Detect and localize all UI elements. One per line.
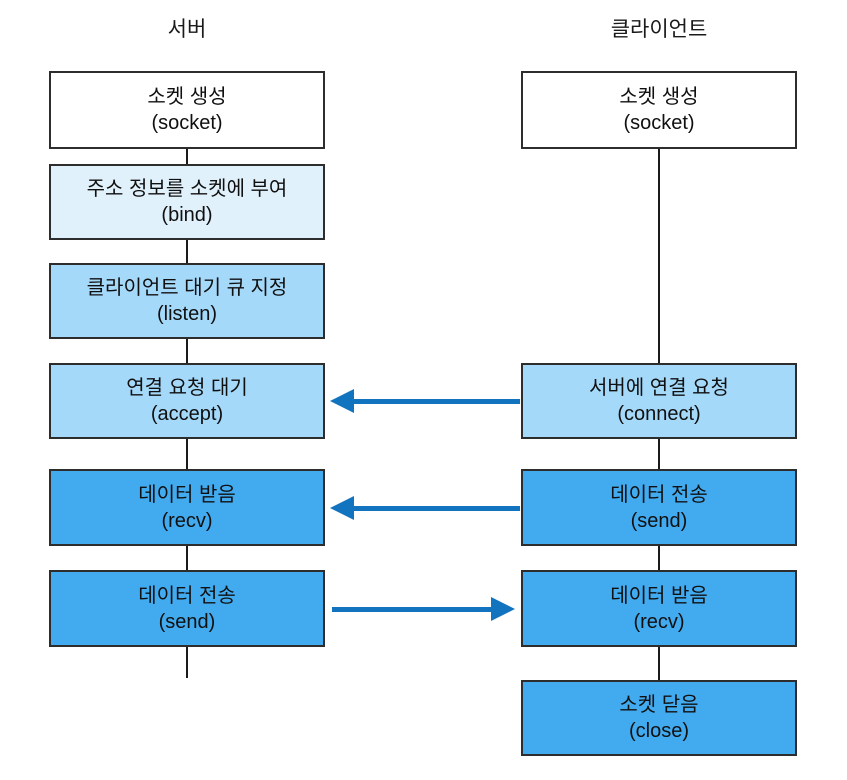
flow-box-label-function: (send) (158, 610, 216, 633)
flow-box-server-send: 데이터 전송 (send) (49, 570, 325, 647)
arrow-head-icon-connect-to-accept (330, 389, 354, 413)
flow-box-client-socket: 소켓 생성 (socket) (521, 71, 797, 149)
flow-box-label-korean: 소켓 생성 (147, 86, 227, 108)
flow-box-label-korean: 소켓 닫음 (619, 694, 699, 716)
server-connector-5 (186, 546, 188, 570)
flow-box-label-function: (bind) (161, 204, 213, 226)
arrow-head-icon-client-send-to-server-recv (330, 496, 354, 520)
flow-box-label-korean: 주소 정보를 소켓에 부여 (86, 178, 288, 200)
flow-box-label-korean: 데이터 전송 (138, 584, 236, 607)
flow-box-label-korean: 소켓 생성 (619, 86, 699, 108)
flow-box-server-bind: 주소 정보를 소켓에 부여 (bind) (49, 164, 325, 240)
column-title-client: 클라이언트 (610, 18, 708, 41)
flow-box-label-korean: 데이터 받음 (610, 584, 708, 607)
flow-box-label-function: (close) (628, 720, 689, 742)
flow-box-label-function: (connect) (617, 403, 701, 425)
server-connector-4 (186, 439, 188, 469)
flow-box-server-accept: 연결 요청 대기 (accept) (49, 363, 325, 439)
flow-box-label-korean: 연결 요청 대기 (126, 377, 248, 399)
flow-box-label-function: (send) (630, 509, 688, 532)
arrow-line-connect-to-accept (351, 399, 520, 404)
flow-box-label-function: (socket) (151, 112, 223, 134)
flow-box-client-connect: 서버에 연결 요청 (connect) (521, 363, 797, 439)
flow-box-client-close: 소켓 닫음 (close) (521, 680, 797, 756)
client-connector-1 (658, 149, 660, 363)
flow-box-label-korean: 서버에 연결 요청 (589, 377, 729, 399)
flow-box-client-send: 데이터 전송 (send) (521, 469, 797, 546)
flow-box-label-function: (recv) (161, 509, 213, 532)
flow-box-client-recv: 데이터 받음 (recv) (521, 570, 797, 647)
flow-box-label-function: (socket) (623, 112, 695, 134)
flow-box-label-function: (accept) (150, 403, 224, 425)
flow-box-label-function: (listen) (156, 303, 217, 325)
flow-box-label-function: (recv) (633, 610, 685, 633)
client-connector-3 (658, 546, 660, 570)
arrow-line-client-send-to-server-recv (351, 506, 520, 511)
column-title-server: 서버 (167, 18, 207, 41)
server-tail-line (186, 647, 188, 678)
flow-box-server-recv: 데이터 받음 (recv) (49, 469, 325, 546)
flow-box-label-korean: 데이터 받음 (138, 483, 236, 506)
arrow-line-server-send-to-client-recv (332, 607, 494, 612)
flow-box-label-korean: 클라이언트 대기 큐 지정 (86, 277, 288, 299)
flow-box-label-korean: 데이터 전송 (610, 483, 708, 506)
server-connector-2 (186, 240, 188, 263)
arrow-head-icon-server-send-to-client-recv (491, 597, 515, 621)
client-connector-4 (658, 647, 660, 680)
flow-box-server-socket: 소켓 생성 (socket) (49, 71, 325, 149)
server-connector-1 (186, 149, 188, 164)
client-connector-2 (658, 439, 660, 469)
server-connector-3 (186, 339, 188, 363)
flow-box-server-listen: 클라이언트 대기 큐 지정 (listen) (49, 263, 325, 339)
